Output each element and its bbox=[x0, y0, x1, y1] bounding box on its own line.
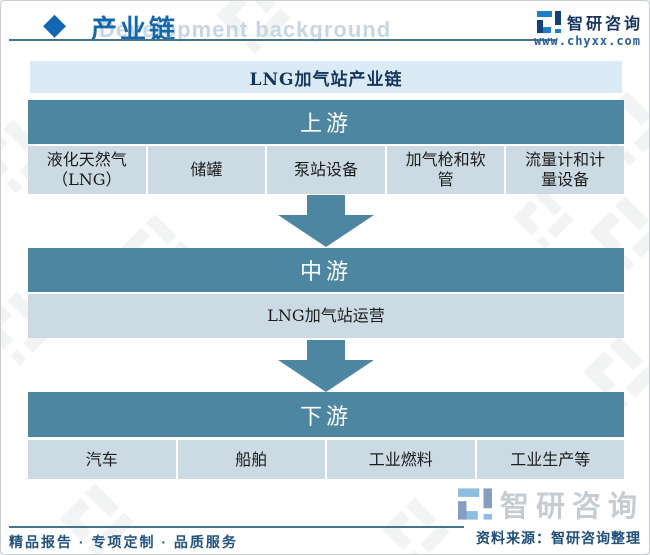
brand-name: 智研咨询 bbox=[566, 16, 643, 33]
downstream-item: 工业燃料 bbox=[327, 440, 475, 479]
downstream-item: 工业生产等 bbox=[476, 440, 624, 479]
down-arrow-icon bbox=[278, 340, 374, 392]
section-bar-downstream: 下游 bbox=[28, 392, 624, 437]
upstream-item: 流量计和计量设备 bbox=[506, 146, 624, 194]
upstream-item: 加气枪和软管 bbox=[386, 146, 505, 194]
midstream-item: LNG加气站运营 bbox=[28, 294, 624, 338]
brand-lockup-top: 智研咨询 bbox=[536, 10, 643, 34]
header-divider bbox=[9, 39, 557, 41]
diamond-bullet-icon: ◆ bbox=[43, 7, 67, 42]
brand-watermark-icon bbox=[513, 188, 574, 249]
downstream-item: 船舶 bbox=[177, 440, 325, 479]
data-source-note: 资料来源：智研咨询整理 bbox=[476, 530, 641, 546]
footer-tagline: 精品报告 · 专项定制 · 品质服务 bbox=[9, 534, 238, 550]
upstream-item: 泵站设备 bbox=[267, 146, 385, 194]
brand-name-faded: 智研咨询 bbox=[499, 491, 644, 523]
brand-website-url: www.chyxx.com bbox=[534, 34, 641, 48]
midstream-items-row: LNG加气站运营 bbox=[28, 294, 624, 338]
upstream-item: 储罐 bbox=[147, 146, 266, 194]
zhiyan-logo-icon bbox=[536, 11, 561, 33]
diagram-title: LNG加气站产业链 bbox=[30, 61, 622, 93]
down-arrow-icon bbox=[278, 195, 374, 247]
footer-divider bbox=[9, 526, 464, 528]
upstream-items-row: 液化天然气（LNG） 储罐 泵站设备 加气枪和软管 流量计和计量设备 bbox=[28, 146, 624, 194]
downstream-item: 汽车 bbox=[28, 440, 176, 479]
upstream-item: 液化天然气（LNG） bbox=[28, 146, 146, 194]
downstream-items-row: 汽车 船舶 工业燃料 工业生产等 bbox=[28, 440, 624, 479]
zhiyan-logo-icon bbox=[457, 488, 492, 520]
header-watermark-text: Development background bbox=[99, 17, 392, 42]
section-bar-upstream: 上游 bbox=[28, 100, 624, 144]
page-header: Development background ◆ 产业链 智研咨询 www.ch… bbox=[1, 1, 649, 57]
brand-lockup-faded: 智研咨询 bbox=[457, 483, 644, 525]
section-bar-midstream: 中游 bbox=[28, 248, 624, 292]
